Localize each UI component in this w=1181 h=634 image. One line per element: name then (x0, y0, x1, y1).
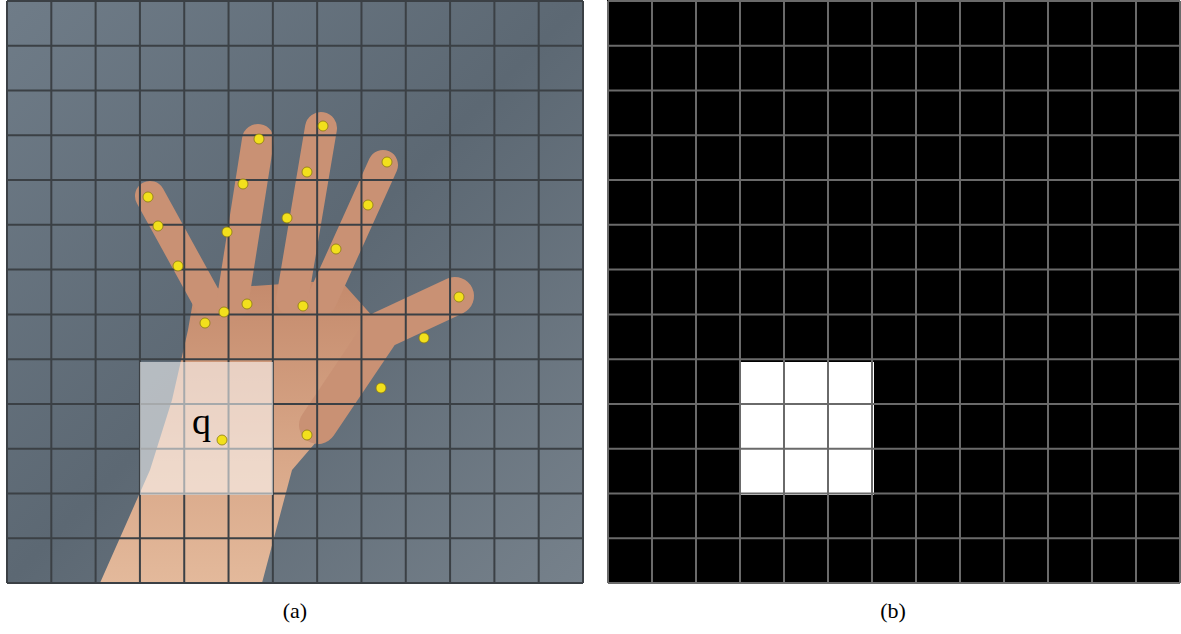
keypoints (143, 121, 464, 445)
grid-line (582, 1, 584, 583)
grid-line (7, 45, 583, 47)
grid-line (538, 1, 540, 583)
mask-background (607, 0, 1180, 583)
grid-line (608, 492, 1180, 494)
patch-highlight (140, 362, 273, 495)
grid-line (608, 45, 1180, 47)
keypoint-dot (200, 318, 210, 328)
keypoint-dot (302, 167, 312, 177)
panel-caption: (b) (880, 600, 906, 622)
grid-line (607, 1, 609, 583)
keypoint-dot (143, 192, 153, 202)
keypoint-dot (254, 134, 264, 144)
keypoint-dot (363, 200, 373, 210)
hand (100, 128, 455, 583)
grid-line (183, 1, 185, 583)
grid-line (95, 1, 97, 583)
grid-line (959, 1, 961, 583)
grid-line (7, 358, 583, 360)
keypoint-dot (282, 213, 292, 223)
keypoint-dot (302, 430, 312, 440)
grid-line (7, 537, 583, 539)
grid-line (1091, 1, 1093, 583)
keypoint-dot (382, 157, 392, 167)
panel-caption: (a) (283, 600, 307, 622)
keypoint-dot (419, 333, 429, 343)
grid-line (871, 1, 873, 583)
point-label: q (192, 402, 211, 440)
grid-line (228, 1, 230, 583)
keypoint-dot (242, 299, 252, 309)
grid-line (608, 90, 1180, 92)
keypoint-dot (238, 179, 248, 189)
grid-line (608, 0, 1180, 2)
grid-line (608, 537, 1180, 539)
grid-line (608, 358, 1180, 360)
keypoint-dot (173, 261, 183, 271)
grid-line (360, 1, 362, 583)
keypoint-dot (454, 292, 464, 302)
keypoint-dot (318, 121, 328, 131)
grid-line (608, 224, 1180, 226)
grid-line (7, 403, 583, 405)
keypoint-dot (298, 301, 308, 311)
grid-line (739, 1, 741, 583)
grid-line (1179, 1, 1181, 583)
grid-line (608, 448, 1180, 450)
grid-line (827, 1, 829, 583)
grid-line (608, 403, 1180, 405)
grid-line (7, 179, 583, 181)
grid-line (405, 1, 407, 583)
grid-line (493, 1, 495, 583)
grid-b (608, 1, 1180, 583)
grid-line (316, 1, 318, 583)
grid-line (7, 313, 583, 315)
keypoint-dot (217, 435, 227, 445)
grid-line (608, 179, 1180, 181)
keypoint-dot (222, 227, 232, 237)
grid-line (7, 448, 583, 450)
photo-background (7, 0, 583, 583)
grid-line (7, 582, 583, 584)
grid-line (608, 134, 1180, 136)
grid-line (1003, 1, 1005, 583)
grid-line (7, 269, 583, 271)
grid-line (608, 582, 1180, 584)
keypoint-dot (219, 307, 229, 317)
grid-line (449, 1, 451, 583)
grid-line (1047, 1, 1049, 583)
grid-line (272, 1, 274, 583)
grid-a (7, 1, 583, 583)
grid-line (7, 90, 583, 92)
mask-patch (741, 362, 874, 495)
grid-line (7, 134, 583, 136)
grid-line (50, 1, 52, 583)
grid-line (6, 1, 8, 583)
grid-line (608, 313, 1180, 315)
grid-line (651, 1, 653, 583)
grid-line (695, 1, 697, 583)
grid-line (1135, 1, 1137, 583)
grid-line (7, 0, 583, 2)
keypoint-dot (153, 221, 163, 231)
grid-line (608, 269, 1180, 271)
keypoint-dot (376, 383, 386, 393)
grid-line (915, 1, 917, 583)
grid-line (7, 492, 583, 494)
keypoint-dot (331, 244, 341, 254)
grid-line (783, 1, 785, 583)
grid-line (7, 224, 583, 226)
grid-line (139, 1, 141, 583)
